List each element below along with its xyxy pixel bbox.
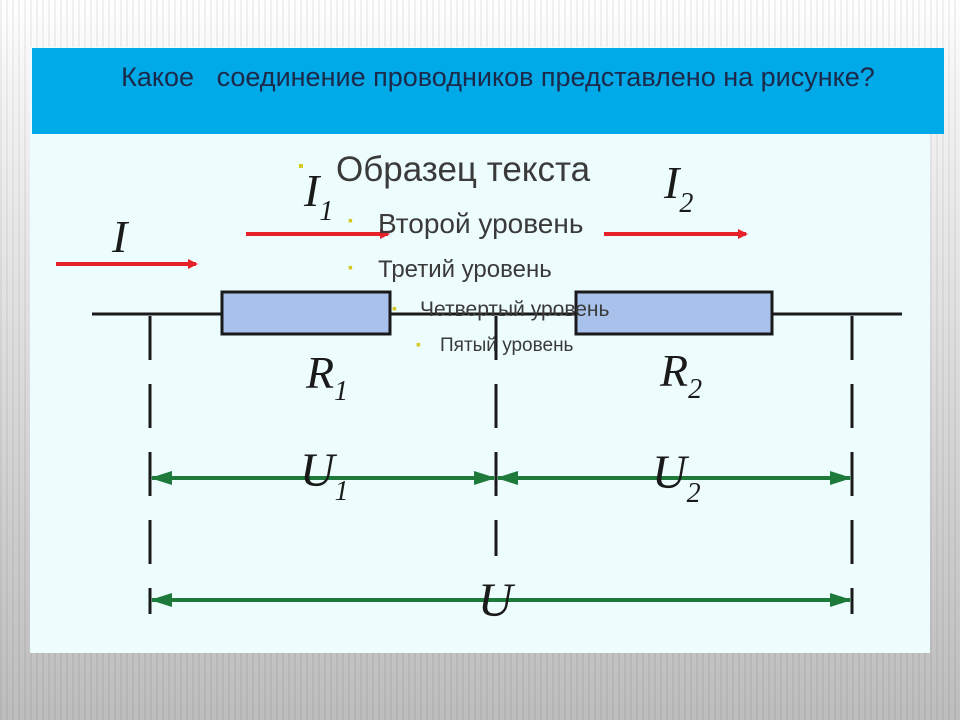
bullet-icon: ▪ <box>348 259 353 275</box>
label-current-2: I2 <box>663 157 693 219</box>
label-resistor-2: R2 <box>659 345 702 405</box>
outline-level-1: ▪ Образец текста <box>298 150 591 190</box>
label-voltage-total: U <box>478 574 516 627</box>
outline-level-2-text: Второй уровень <box>378 208 584 239</box>
label-current-main: I <box>111 211 130 262</box>
outline-level-5: ▪ Пятый уровень <box>416 335 574 357</box>
slide-title-bar: Какое соединение проводников представлен… <box>32 48 944 134</box>
bullet-icon: ▪ <box>392 300 397 316</box>
outline-level-4-text: Четвертый уровень <box>420 298 610 321</box>
label-voltage-1: U1 <box>300 444 349 507</box>
label-voltage-2: U2 <box>652 446 701 509</box>
label-resistor-1: R1 <box>305 347 348 407</box>
slide-title: Какое соединение проводников представлен… <box>121 62 875 92</box>
outline-level-3-text: Третий уровень <box>378 256 552 283</box>
outline-level-4: ▪ Четвертый уровень <box>392 298 610 322</box>
slide-canvas <box>30 47 930 653</box>
resistor-r2 <box>574 290 774 336</box>
outline-level-3: ▪ Третий уровень <box>348 256 552 284</box>
bullet-icon: ▪ <box>348 212 353 228</box>
bullet-icon: ▪ <box>416 336 421 352</box>
outline-level-2: ▪ Второй уровень <box>348 208 584 240</box>
outline-level-5-text: Пятый уровень <box>440 335 574 356</box>
outline-level-1-text: Образец текста <box>336 150 591 189</box>
bullet-icon: ▪ <box>298 158 304 175</box>
resistor-r1 <box>220 290 392 336</box>
label-current-1: I1 <box>303 165 333 227</box>
